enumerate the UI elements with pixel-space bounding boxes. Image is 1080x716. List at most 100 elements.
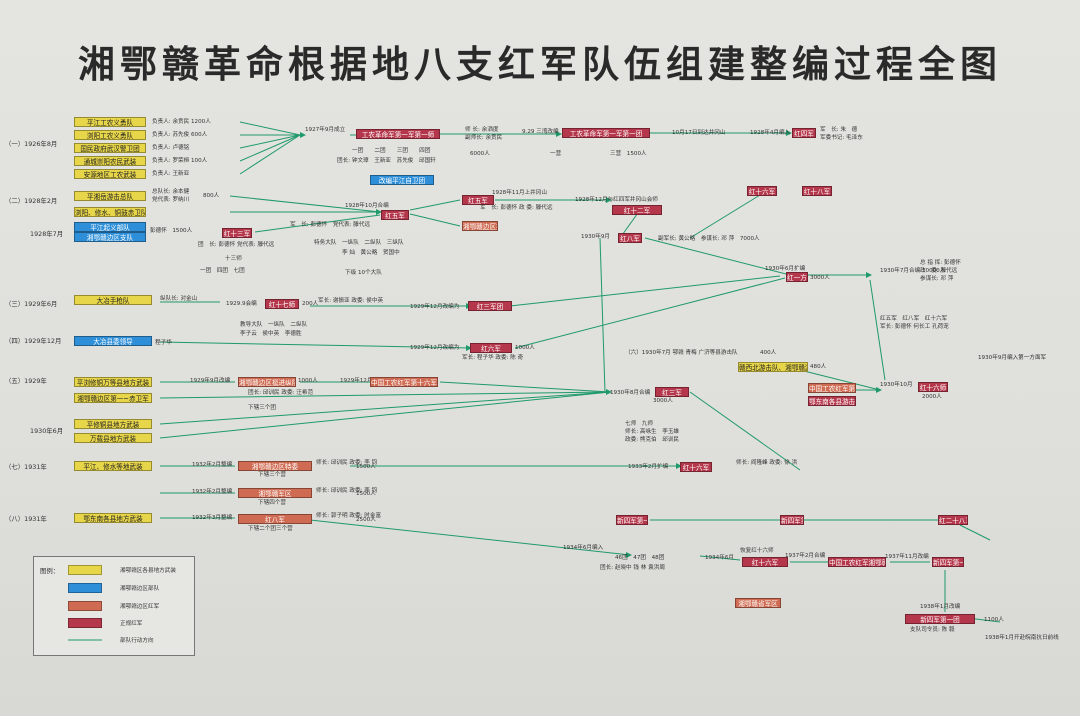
local-unit-box: 国民政府武汉警卫团 xyxy=(74,143,146,153)
red-unit-box: 红十六军 xyxy=(747,186,777,196)
era-label: （五）1929年 xyxy=(5,377,47,385)
diagram-title: 湘鄂赣革命根据地八支红军队伍组建整编过程全图 xyxy=(78,43,1002,86)
connector xyxy=(239,134,301,175)
era-label: （八）1931年 xyxy=(5,515,47,523)
orange-unit-box: 湘鄂赣省军区 xyxy=(735,598,781,608)
legend-label: 湘鄂赣边区红军 xyxy=(120,604,160,610)
note: 军 长: 彭德怀 党代表: 滕代远 xyxy=(290,222,371,228)
connector xyxy=(254,214,381,233)
note: 教导大队 一纵队 二纵队 xyxy=(240,322,308,328)
note: 政 委: 滕代远 xyxy=(920,268,958,274)
note: 彭德怀 1500人 xyxy=(150,228,193,234)
note: 负责人: 王新亚 xyxy=(152,171,190,177)
note: 支队司令员: 陈 毅 xyxy=(910,627,955,633)
local-unit-box: 赣西北游击队、湘鄂赣游击队 xyxy=(738,362,808,372)
note: 一团 二团 三团 四团 xyxy=(352,148,431,154)
red-unit-box: 红三军 xyxy=(655,387,689,397)
red-unit-box: 新四军第一支队 xyxy=(932,557,964,567)
orange-unit-box: 红八军 xyxy=(238,514,312,524)
legend: 图例： 湘鄂赣区各县地方武装 湘鄂赣边区部队 湘鄂赣边区红军 正规红军 部队行动… xyxy=(33,556,195,656)
note: 1930年9月编入第一方面军 xyxy=(978,355,1047,361)
red-unit-box: 新四军第一团 xyxy=(905,614,975,624)
arrowhead xyxy=(626,552,632,558)
legend-label: 湘鄂赣边区部队 xyxy=(120,586,160,592)
connector xyxy=(239,121,301,136)
local-unit-box: 浏阳、修水、铜鼓赤卫队 xyxy=(74,207,146,217)
era-label: （二）1928年2月 xyxy=(5,197,58,205)
arrowhead xyxy=(786,130,792,136)
note: 负责人: 余贲民 1200人 xyxy=(152,119,211,125)
legend-label: 湘鄂赣区各县地方武装 xyxy=(120,568,176,574)
note: 三营 1500人 xyxy=(610,151,647,157)
arrowhead xyxy=(300,132,306,138)
note: 1928年12月与红四军井冈山会师 xyxy=(575,197,658,203)
note: 总队长: 余本健 xyxy=(152,189,190,195)
arrowhead xyxy=(376,209,382,215)
note: 1930年10月 xyxy=(880,382,913,388)
connector xyxy=(959,524,991,541)
note: 纵队长: 对金山 xyxy=(160,296,198,302)
red-unit-box: 红六军 xyxy=(470,343,512,353)
red-unit-box: 鄂东南各县游击队 xyxy=(808,396,856,406)
note: 负责人: 罗荣桓 100人 xyxy=(152,158,208,164)
note: 下辖三个团 xyxy=(248,405,276,411)
connector xyxy=(689,194,761,239)
note: 七师 九师 xyxy=(625,421,653,427)
note: 1930年7月合编 10000人 xyxy=(880,268,946,274)
red-unit-box: 红十二军 xyxy=(612,205,662,215)
red-unit-box: 红五军 xyxy=(462,195,494,205)
red-unit-box: 中国工农红军湘鄂赣独立师 xyxy=(828,557,886,567)
note: 3000人 xyxy=(653,398,673,404)
note: 师长: 高咏生 李玉雄 xyxy=(625,429,680,435)
local-unit-box: 平修铜县地方武装 xyxy=(74,419,152,429)
legend-title: 图例： xyxy=(40,567,60,575)
arrowhead xyxy=(876,387,882,393)
arrowhead xyxy=(606,389,612,395)
note: 1927年9月成立 xyxy=(305,127,346,133)
note: 军长: 程子华 政委: 陈 奇 xyxy=(462,355,524,361)
legend-swatch-blue xyxy=(68,583,102,593)
legend-swatch-yellow xyxy=(68,565,102,575)
note: 1929年9月改编 xyxy=(190,378,231,384)
note: 下辖二个团三个营 xyxy=(248,526,293,532)
local-unit-box: 安源地区工农武装 xyxy=(74,169,146,179)
note: 李子云 侯中英 李德胜 xyxy=(240,331,302,337)
local-unit-box: 浏阳工农义勇队 xyxy=(74,130,146,140)
legend-swatch-red xyxy=(68,618,102,628)
note: （六）1930年7月 鄂赣 青梅 广济等县游击队 xyxy=(625,350,738,356)
note: 十三师 xyxy=(225,256,242,262)
orange-unit-box: 湘鄂赣边区挺进纵队 xyxy=(238,377,296,387)
local-unit-box: 平江工农义勇队 xyxy=(74,117,146,127)
red-unit-box: 红十六军 xyxy=(680,462,712,472)
note: 师长: 郭子明 政委: 时金富 xyxy=(316,513,382,519)
arrow-group xyxy=(159,121,1001,623)
note: 一营 xyxy=(550,151,562,157)
note: 10月17日到达井冈山 xyxy=(672,130,726,136)
connector xyxy=(409,213,461,227)
note: 下级 10个大队 xyxy=(345,270,382,276)
connector xyxy=(159,341,471,349)
note: 1500人 xyxy=(356,464,376,470)
note: 师长: 阎隆峰 政委: 徐 洪 xyxy=(736,460,798,466)
red-unit-box: 工农革命军第一军第一师 xyxy=(356,129,440,139)
note: 负责人: 卢德铭 xyxy=(152,145,190,151)
connector xyxy=(159,391,611,399)
note: 副军长: 黄公略 参谋长: 邓 萍 7000人 xyxy=(658,236,760,242)
note: 军长: 谢振亚 政委: 侯中英 xyxy=(318,298,384,304)
arrow-heads xyxy=(300,130,882,558)
era-label: （七）1931年 xyxy=(5,463,47,471)
note: 团长: 赵晓中 钱 林 袁洪周 xyxy=(600,565,665,571)
note: 参谋长: 邓 萍 xyxy=(920,276,954,282)
connector xyxy=(309,519,631,556)
note: 一团 四团 七团 xyxy=(200,268,245,274)
note: 9.29 三湾改编 xyxy=(522,129,559,135)
red-unit-box: 红十六军 xyxy=(742,557,788,567)
note: 480人 xyxy=(810,364,827,370)
note: 下辖四个营 xyxy=(258,500,286,506)
note: 军 长: 朱 德 xyxy=(820,127,858,133)
local-unit-box: 鄂东南各县地方武装 xyxy=(74,513,152,523)
local-unit-box: 大冶县委领导 xyxy=(74,336,152,346)
local-unit-box: 万载县地方武装 xyxy=(74,433,152,443)
